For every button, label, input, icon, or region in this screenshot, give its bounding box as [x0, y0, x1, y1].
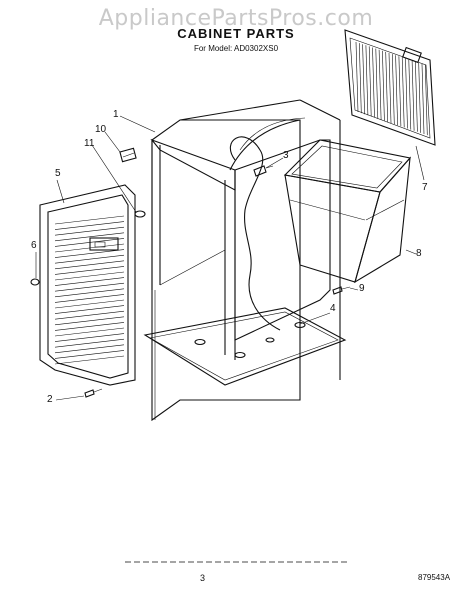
- filter-mesh-line: [421, 63, 425, 135]
- filter-mesh-line: [372, 47, 375, 118]
- grille-slat: [54, 215, 125, 225]
- callout-4: 4: [330, 303, 336, 314]
- callout-3: 3: [283, 150, 289, 161]
- grille-slat: [54, 355, 125, 365]
- grille-slat: [54, 333, 125, 342]
- model-subtitle: For Model: AD0302XS0: [193, 44, 279, 53]
- grille-slat: [54, 226, 125, 236]
- callout-1: 1: [113, 109, 119, 120]
- grille-slat: [54, 344, 125, 354]
- watermark: AppliancePartsPros.com: [98, 6, 374, 31]
- filter-mesh-line: [418, 62, 421, 133]
- filter-mesh-line: [385, 51, 388, 122]
- grille-slat: [54, 232, 125, 242]
- diagram-title: CABINET PARTS: [177, 26, 295, 41]
- document-code: 879543A: [418, 573, 451, 582]
- control-knob: [119, 147, 137, 163]
- cabinet-outline: [154, 99, 341, 420]
- grille-slat: [54, 316, 125, 326]
- front-grille: [39, 184, 136, 386]
- knob-screw-6: [30, 278, 40, 286]
- grille-slat: [54, 277, 125, 286]
- filter-mesh-line: [382, 50, 385, 121]
- filter-mesh-line: [355, 41, 359, 113]
- grille-slat: [54, 249, 125, 258]
- grille-slat: [54, 305, 125, 314]
- callout-10: 10: [95, 124, 107, 135]
- filter-mesh-line: [365, 45, 369, 116]
- callout-2: 2: [47, 394, 53, 405]
- filter-mesh-line: [425, 65, 428, 136]
- filter-mesh-line: [405, 58, 408, 129]
- grille-slat: [54, 350, 125, 359]
- grille-slat: [54, 310, 125, 320]
- water-bucket: [283, 139, 412, 284]
- drain-fitting: [253, 165, 274, 177]
- leader-lines: [35, 115, 425, 401]
- filter-mesh-line: [359, 43, 362, 114]
- grille-slat: [54, 221, 125, 230]
- filter-mesh-line: [395, 55, 398, 126]
- grille-slat: [54, 338, 125, 348]
- grille-slat: [54, 260, 125, 270]
- filter-mesh-line: [375, 48, 379, 119]
- filter-mesh-line: [398, 56, 402, 127]
- callout-7: 7: [422, 182, 428, 193]
- filter: [344, 29, 436, 146]
- grille-slat: [54, 282, 125, 292]
- callout-5: 5: [55, 168, 61, 179]
- grille-slat: [54, 299, 125, 309]
- filter-mesh-line: [362, 44, 365, 115]
- callout-8: 8: [416, 248, 422, 259]
- base-pan: [143, 307, 347, 386]
- filter-mesh-line: [368, 46, 372, 117]
- callout-9: 9: [359, 283, 365, 294]
- callout-11: 11: [84, 138, 95, 149]
- mounting-screw-9: [332, 286, 351, 295]
- grille-slat: [54, 288, 125, 298]
- front-screw-2: [84, 388, 103, 398]
- filter-mesh-line: [408, 59, 412, 130]
- callout-6: 6: [31, 240, 37, 251]
- grille-slat: [54, 327, 125, 337]
- grille-slat: [54, 271, 125, 281]
- filter-mesh-line: [415, 61, 418, 132]
- filter-mesh-line: [378, 49, 382, 120]
- grille-slat: [54, 254, 125, 264]
- grille-slat: [54, 322, 125, 331]
- filter-mesh-line: [401, 57, 405, 128]
- filter-mesh-line: [392, 54, 395, 125]
- power-cord: [229, 136, 281, 331]
- filter-mesh-line: [411, 60, 415, 131]
- knob-clip: [134, 210, 146, 218]
- page-number: 3: [200, 573, 206, 583]
- grille-slat: [54, 266, 125, 275]
- grille-slat: [54, 294, 125, 303]
- filter-mesh-line: [388, 52, 392, 124]
